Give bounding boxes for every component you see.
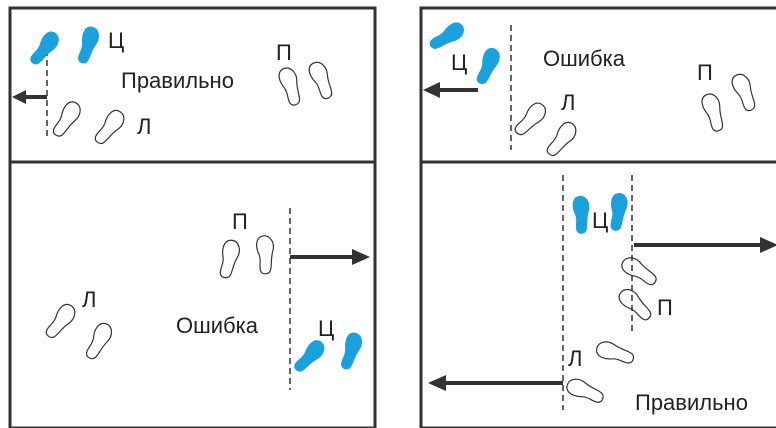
outline-footprint [594,339,637,367]
outline-footprint [618,253,661,289]
panel-bottom-right [428,175,776,410]
label-center: Ц [108,28,125,53]
outline-footprint [91,106,129,149]
blue-footprint-right [338,330,365,372]
label-status: Правильно [635,390,748,415]
panel-top-right [423,19,762,161]
label-left: Л [561,90,576,115]
label-right: П [657,295,673,320]
arrowhead-left [423,82,440,98]
label-center: Ц [592,208,609,233]
label-center: Ц [451,50,468,75]
label-status: Правильно [121,68,234,93]
label-right: П [697,60,713,85]
label-left: Л [137,114,152,139]
arrowhead-left [12,90,26,104]
arrowhead-left [428,375,446,391]
label-left: Л [568,346,583,371]
blue-footprint-left [571,195,592,235]
outline-footprint [615,285,657,324]
label-right: П [276,40,292,65]
outline-footprint [305,58,339,102]
left-column-frame [8,6,377,428]
label-status: Ошибка [176,313,258,338]
blue-footprint-right [608,192,629,232]
outline-footprint [83,320,116,363]
blue-footprint-left [27,28,63,70]
outline-footprint [511,99,550,141]
label-status: Ошибка [543,46,625,71]
outline-footprint [49,98,85,141]
outline-footprint [728,70,762,114]
blue-footprint-right [474,45,503,88]
blue-footprint-right [75,24,102,66]
label-center: Ц [318,316,335,341]
outline-footprint [42,300,80,343]
arrowhead-right [352,249,370,265]
panel-frames [8,6,776,428]
outline-footprint [543,118,581,161]
outline-footprint [217,238,242,280]
label-left: Л [82,287,97,312]
blue-footprint-left [291,336,329,377]
panel-bottom-left [42,208,370,390]
arrowhead-right [760,237,776,253]
outline-footprint [255,234,277,275]
outline-footprint [276,64,306,108]
label-right: П [232,209,248,234]
panel-top-left [12,24,339,149]
outline-footprint [564,375,607,406]
right-column-frame [419,6,776,428]
outline-footprint [699,90,729,134]
